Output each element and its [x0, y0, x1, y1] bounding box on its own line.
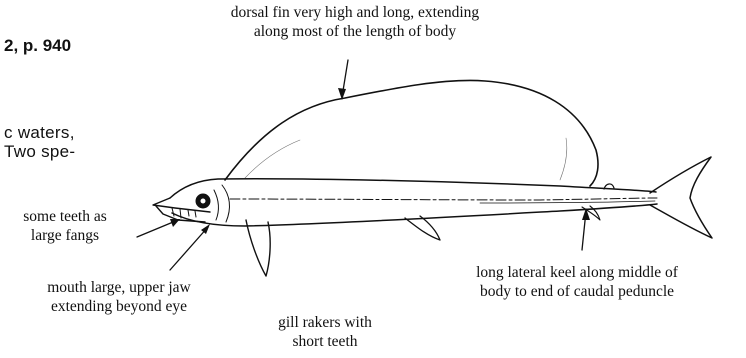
label-lateral-keel-line1: long lateral keel along middle of [418, 264, 736, 283]
label-dorsal-fin: dorsal fin very high and long, extending… [180, 4, 530, 41]
label-lateral-keel: long lateral keel along middle of body t… [418, 264, 736, 301]
dorsal-fin [225, 80, 598, 186]
lateral-keel-line-lower [480, 201, 655, 203]
label-gill-rakers-line1: gill rakers with [255, 314, 395, 333]
label-dorsal-fin-line1: dorsal fin very high and long, extending [180, 4, 530, 23]
arrowhead-teeth [170, 219, 180, 227]
label-teeth: some teeth as large fangs [0, 208, 130, 245]
eye-highlight [201, 199, 206, 204]
lateral-keel-line [230, 198, 657, 200]
label-teeth-line1: some teeth as [0, 208, 130, 227]
dorsal-fin-rays [245, 138, 567, 180]
label-teeth-line2: large fangs [0, 227, 130, 246]
label-lateral-keel-line2: body to end of caudal peduncle [418, 283, 736, 302]
pointer-arrows [137, 60, 586, 270]
label-mouth-line2: extending beyond eye [14, 298, 224, 317]
label-mouth: mouth large, upper jaw extending beyond … [14, 279, 224, 316]
label-dorsal-fin-line2: along most of the length of body [180, 23, 530, 42]
gill-cover [214, 185, 229, 222]
arrow-mouth [170, 227, 208, 270]
label-gill-rakers-line2: short teeth [255, 333, 395, 352]
label-gill-rakers: gill rakers with short teeth [255, 314, 395, 351]
body-dorsal-outline [170, 179, 656, 198]
caudal-fin [650, 157, 712, 238]
pectoral-fin [246, 220, 270, 276]
label-mouth-line1: mouth large, upper jaw [14, 279, 224, 298]
